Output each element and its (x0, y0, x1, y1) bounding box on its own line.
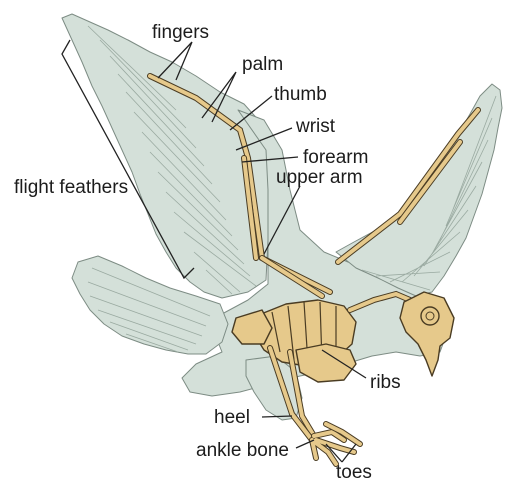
heel-label: heel (214, 407, 250, 428)
flight-feathers-label: flight feathers (14, 177, 128, 198)
ankle-bone-label: ankle bone (196, 440, 289, 461)
palm-label: palm (242, 54, 283, 75)
breastbone (296, 344, 356, 382)
fingers-label: fingers (152, 22, 209, 43)
toes-label: toes (336, 462, 372, 481)
forearm-label: forearm (303, 147, 368, 168)
thumb-label: thumb (274, 84, 327, 105)
eye-socket (421, 307, 439, 325)
wrist-label: wrist (295, 116, 336, 137)
skull (400, 292, 454, 376)
upper-arm-label: upper arm (276, 167, 363, 188)
ribs-label: ribs (370, 372, 401, 393)
